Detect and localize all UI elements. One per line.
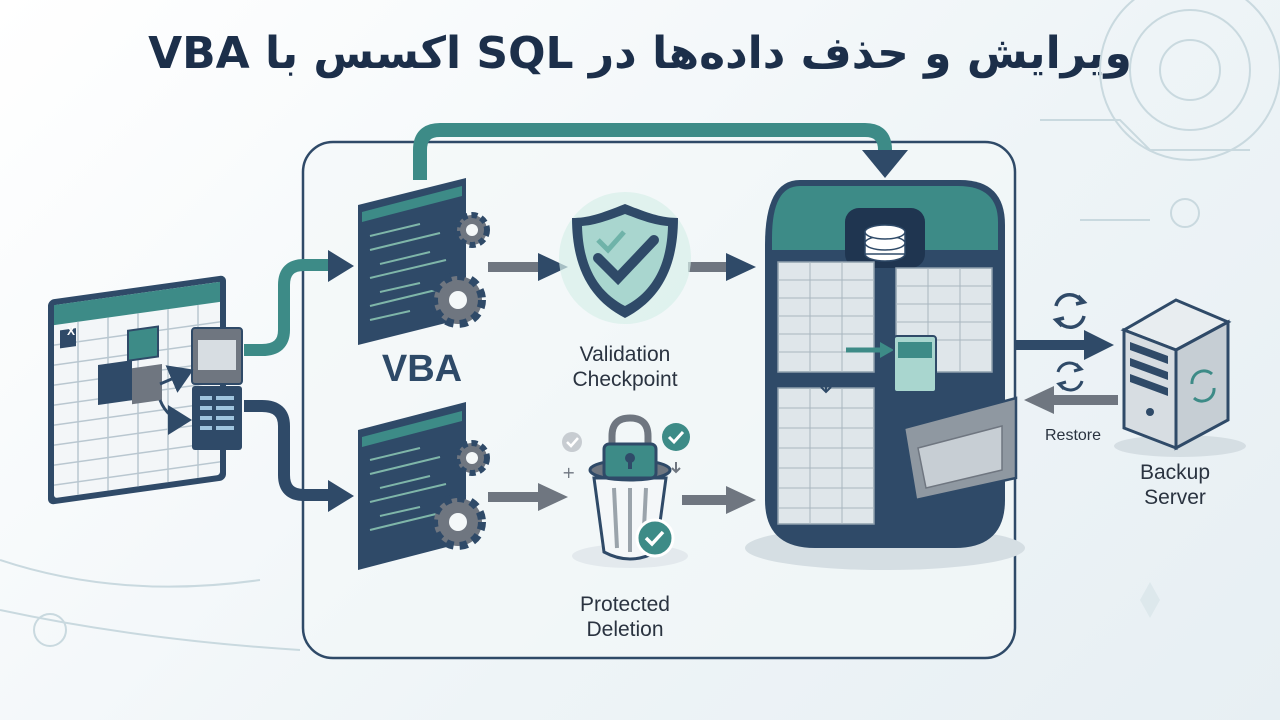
sync-icon bbox=[1052, 293, 1088, 329]
data-card-lower bbox=[192, 386, 242, 450]
backup-label-line-2: Server bbox=[1144, 486, 1206, 509]
top-loop-arrow-head bbox=[862, 150, 908, 178]
protected-label-line-2: Deletion bbox=[586, 618, 664, 641]
arrow-head-vba-upper bbox=[328, 250, 354, 282]
backup-server-label: Backup Server bbox=[1110, 460, 1240, 510]
gear-icon bbox=[430, 272, 486, 328]
excel-badge-text: X bbox=[67, 324, 75, 338]
background-circuit-decoration bbox=[0, 0, 1280, 651]
gear-icon bbox=[430, 494, 486, 550]
database-server-block bbox=[745, 180, 1025, 570]
arrow-head-vba-lower bbox=[328, 480, 354, 512]
validation-label-line-1: Validation bbox=[579, 343, 671, 366]
arrow-workbook-to-vba-upper bbox=[244, 259, 330, 356]
vba-label: VBA bbox=[381, 348, 463, 390]
server-icon bbox=[1114, 298, 1246, 457]
restore-label: Restore bbox=[1044, 427, 1102, 444]
gear-icon bbox=[454, 440, 490, 476]
arrow-workbook-to-vba-lower bbox=[244, 400, 330, 501]
backup-label-line-1: Backup bbox=[1139, 461, 1211, 484]
data-card-upper bbox=[191, 327, 243, 385]
protected-label-line-1: Protected bbox=[580, 593, 670, 616]
locked-trash-icon: + bbox=[562, 414, 690, 568]
top-loop-arrow bbox=[413, 123, 892, 180]
gear-icon bbox=[454, 212, 490, 248]
sync-icon bbox=[1056, 361, 1084, 392]
svg-text:+: + bbox=[562, 463, 575, 482]
protected-deletion-label: Protected Deletion bbox=[530, 592, 720, 642]
page-title: ویرایش و حذف داده‌ها در SQL اکسس با VBA bbox=[148, 28, 1132, 79]
workbook-inner-arrow-2 bbox=[158, 399, 192, 435]
shield-check-icon bbox=[559, 192, 691, 324]
validation-checkpoint-label: Validation Checkpoint bbox=[530, 342, 720, 392]
workbook-inner-arrow-1 bbox=[159, 365, 194, 393]
validation-label-line-2: Checkpoint bbox=[572, 368, 678, 391]
